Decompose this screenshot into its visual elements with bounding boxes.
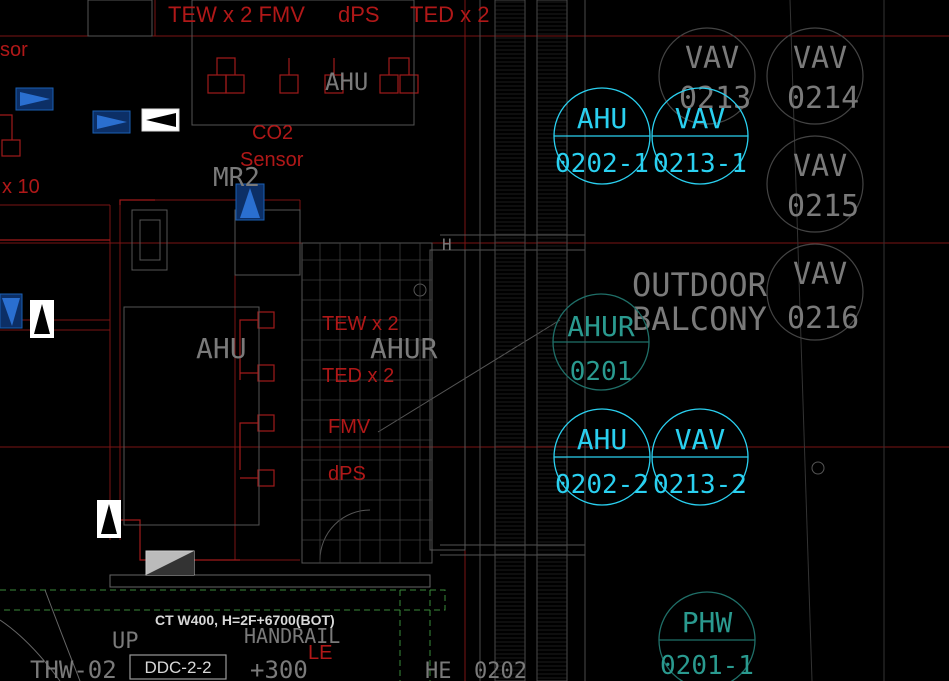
teal-tag-phw-0201-1[interactable]: PHW 0201-1	[658, 591, 756, 681]
label-co2-sensor: Sensor	[240, 149, 304, 171]
label-ahu-top: AHU	[325, 68, 368, 96]
grey-vav-tags	[658, 27, 864, 341]
tag-bottom: 0201-1	[660, 651, 754, 681]
red-device-boxes	[0, 57, 419, 561]
label-handrail: HANDRAIL	[244, 624, 340, 648]
label-dps-top: dPS	[338, 2, 380, 27]
label-x10: x 10	[2, 176, 40, 198]
grey-vav-text: VAV 0213 VAV 0214 VAV 0215 VAV 0216	[679, 41, 859, 336]
label-ahur-mid: AHUR	[370, 332, 438, 365]
cyan-tag-ahu-0202-1[interactable]: AHU 0202-1	[553, 87, 651, 185]
cable-tray-hatch	[0, 574, 431, 681]
railing-strips	[479, 0, 885, 681]
label-dps-mid: dPS	[328, 463, 366, 485]
railing-rungs	[495, 1, 567, 679]
tag-top: VAV	[675, 423, 726, 456]
ddc-box	[129, 654, 227, 680]
teal-tag-ahur-0201[interactable]: AHUR 0201	[552, 293, 650, 391]
label-ted-mid: TED x 2	[322, 365, 394, 387]
vav-0215-top: VAV	[793, 149, 847, 184]
floor-grid-hatch	[302, 243, 432, 563]
label-cable-tray: CT W400, H=2F+6700(BOT)	[155, 612, 335, 628]
vav-0214-num: 0214	[787, 81, 859, 116]
tag-top: AHUR	[567, 310, 635, 343]
label-h-mark: H	[442, 235, 452, 254]
vav-0215-num: 0215	[787, 189, 859, 224]
cyan-tag-ahu-0202-2[interactable]: AHU 0202-2	[553, 408, 651, 506]
tag-bottom: 0201	[570, 357, 633, 387]
label-plus300: +300	[250, 656, 308, 681]
label-ddc: DDC-2-2	[144, 658, 211, 677]
label-le: LE	[308, 642, 332, 664]
green-dashed-boundary	[0, 589, 446, 681]
vav-0213-num: 0213	[679, 81, 751, 116]
label-thw: THW-02	[30, 656, 117, 681]
label-ahu-left: AHU	[196, 332, 247, 365]
tag-bottom: 0202-1	[555, 149, 649, 179]
cyan-tag-vav-0213-2[interactable]: VAV 0213-2	[651, 408, 749, 506]
cyan-tag-vav-0213-1[interactable]: VAV 0213-1	[651, 87, 749, 185]
label-tew-mid: TEW x 2	[322, 313, 399, 335]
label-co2: CO2	[252, 122, 293, 144]
label-0202: 0202	[474, 659, 527, 681]
tag-top: VAV	[675, 102, 726, 135]
tag-bottom: 0213-1	[653, 149, 747, 179]
vav-0216-top: VAV	[793, 257, 847, 292]
label-outdoor: OUTDOOR	[632, 266, 768, 304]
vav-0216-num: 0216	[787, 301, 859, 336]
label-sensor-fragment: sor	[0, 39, 28, 61]
label-tew-fmv: TEW x 2 FMV	[168, 2, 305, 27]
white-labels: CT W400, H=2F+6700(BOT) DDC-2-2	[129, 612, 335, 680]
label-up: UP	[112, 629, 139, 654]
tag-top: AHU	[577, 102, 628, 135]
label-he: HE	[425, 659, 452, 681]
tag-bottom: 0202-2	[555, 470, 649, 500]
diffuser-symbols	[0, 87, 265, 576]
label-fmv-mid: FMV	[328, 416, 371, 438]
label-mr2: MR2	[213, 163, 260, 193]
grey-labels: AHU MR2 AHU AHUR OUTDOOR BALCONY UP HAND…	[30, 68, 768, 681]
vav-0213-top: VAV	[685, 41, 739, 76]
tag-top: PHW	[682, 606, 733, 639]
vav-0214-top: VAV	[793, 41, 847, 76]
red-labels: TEW x 2 FMV dPS TED x 2 sor CO2 Sensor x…	[0, 2, 489, 664]
tag-top: AHU	[577, 423, 628, 456]
tag-bottom: 0213-2	[653, 470, 747, 500]
label-balcony: BALCONY	[632, 300, 767, 338]
label-ted-top: TED x 2	[410, 2, 489, 27]
